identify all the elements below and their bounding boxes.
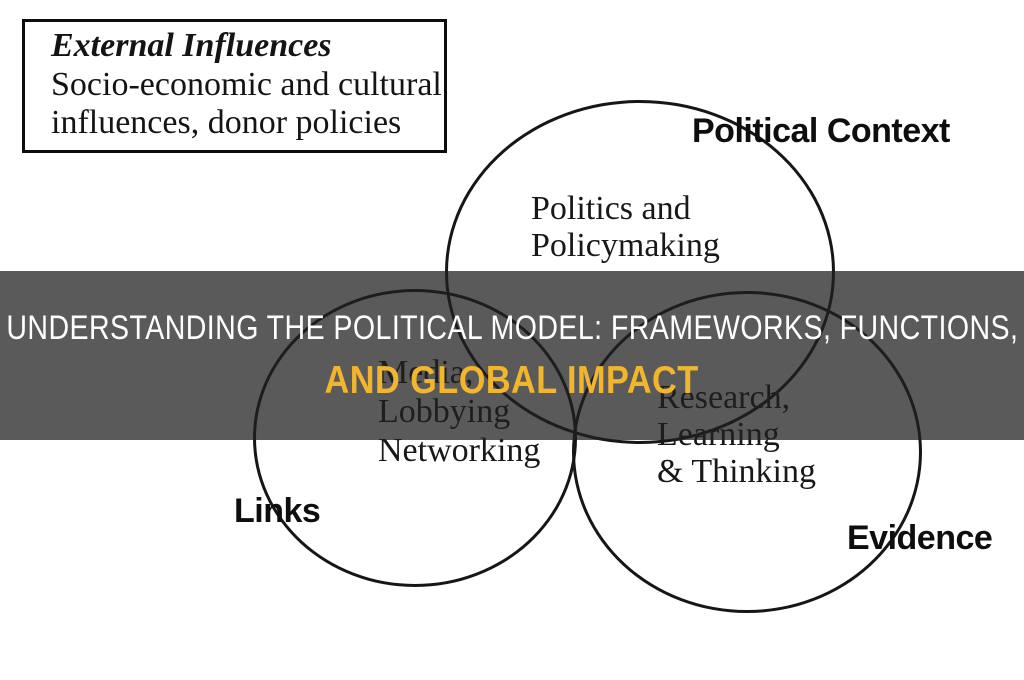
label-links: Links: [234, 492, 321, 530]
external-influences-title: External Influences: [51, 27, 332, 64]
banner-title-line1: UNDERSTANDING THE POLITICAL MODEL: FRAME…: [6, 308, 1019, 347]
label-political-context: Political Context: [692, 112, 950, 150]
caption-line: Politics and: [531, 190, 691, 227]
caption-line: & Thinking: [657, 453, 816, 490]
caption-line: Policymaking: [531, 227, 720, 264]
external-influences-box: External Influences Socio-economic and c…: [22, 19, 447, 153]
title-banner-overlay: UNDERSTANDING THE POLITICAL MODEL: FRAME…: [0, 271, 1024, 440]
label-evidence: Evidence: [847, 519, 993, 557]
banner-title-line2: AND GLOBAL IMPACT: [324, 358, 700, 402]
external-influences-body-line1: Socio-economic and cultural: [51, 66, 442, 103]
caption-politics-policymaking: Politics and Policymaking: [531, 190, 720, 264]
external-influences-body-line2: influences, donor policies: [51, 104, 402, 141]
